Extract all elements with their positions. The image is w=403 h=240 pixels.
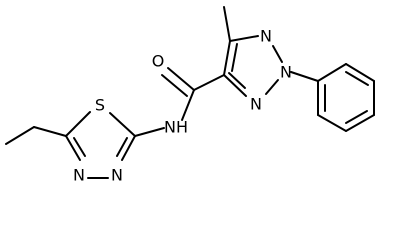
label-layer: S N N NH O N N N bbox=[73, 27, 292, 185]
bond-phenyl-5 bbox=[317, 114, 347, 132]
bond-layer bbox=[5, 6, 375, 179]
atom-label-s: S bbox=[95, 96, 105, 115]
bond-n2-n3-triazole bbox=[265, 79, 279, 95]
atom-label-nh: NH bbox=[164, 118, 188, 137]
atom-label-triazole-n3: N bbox=[250, 95, 262, 114]
structure-drawing: S N N NH O N N N bbox=[5, 6, 375, 185]
bond-carbonyl-o-double bbox=[167, 67, 195, 91]
bond-phenyl-4 bbox=[345, 114, 375, 132]
bond-nh-carbonyl bbox=[181, 89, 195, 121]
atom-label-o: O bbox=[152, 52, 165, 71]
bond-phenyl-2 bbox=[345, 63, 375, 82]
bond-phenyl-inner-b bbox=[345, 110, 368, 124]
molecule-diagram: S N N NH O N N N bbox=[5, 6, 375, 185]
bond-s-c2 bbox=[109, 112, 136, 137]
bond-c2-n3-double bbox=[121, 135, 136, 161]
bond-methyl bbox=[223, 6, 231, 42]
bond-c5-n1-triazole bbox=[229, 35, 259, 42]
bond-n1-n2-triazole bbox=[272, 45, 283, 63]
bond-phenyl-1 bbox=[317, 63, 347, 82]
bond-c5-s bbox=[65, 111, 91, 137]
bond-n4-c5-double bbox=[65, 135, 81, 161]
bond-ethyl-ch2 bbox=[33, 126, 67, 137]
atom-label-n3: N bbox=[111, 166, 123, 185]
bond-n2-phenyl bbox=[290, 71, 319, 82]
bond-c4-c5-triazole-double bbox=[223, 40, 231, 76]
bond-carbonyl-o-double-inner bbox=[161, 74, 188, 97]
bond-n4-c5-double-inner bbox=[73, 137, 86, 157]
bond-ethyl-ch3 bbox=[5, 126, 35, 145]
atom-label-triazole-n1: N bbox=[260, 27, 272, 46]
bond-carbonyl-triazole bbox=[193, 74, 225, 91]
bond-phenyl-inner-a bbox=[345, 71, 369, 86]
bond-c4-c5-triazole-double-inner bbox=[231, 43, 238, 72]
atom-label-n4: N bbox=[73, 166, 85, 185]
bond-c2-n3-double-inner bbox=[116, 137, 128, 157]
bond-c2-nh bbox=[134, 127, 165, 137]
atom-label-triazole-n2: N bbox=[280, 63, 292, 82]
bond-n3-c4-triazole-double bbox=[223, 74, 247, 97]
bond-n3-c4-triazole-double-inner bbox=[228, 72, 246, 89]
